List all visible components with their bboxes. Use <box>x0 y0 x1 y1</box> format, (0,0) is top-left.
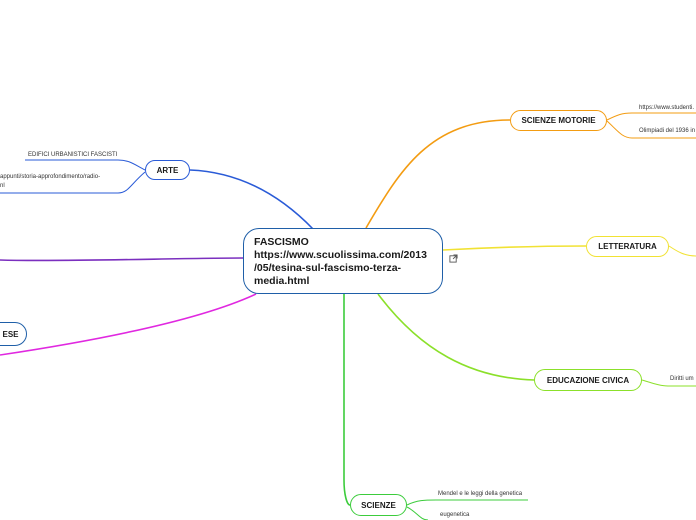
connector-inglese <box>0 293 257 356</box>
connector-arte <box>189 169 314 230</box>
external-link-icon[interactable] <box>449 254 458 263</box>
connector-letteratura <box>442 245 587 251</box>
topic-inglese-label: ESE <box>2 329 19 339</box>
connector-scienze-leaf-2 <box>406 506 429 520</box>
sm-leaf-link[interactable]: https://www.studenti. <box>639 105 695 111</box>
ec-leaf-diritti[interactable]: Diritti um <box>670 376 694 382</box>
sm-leaf-olimpiadi[interactable]: Olimpiadi del 1936 in <box>639 128 696 134</box>
connector-sm-leaf-2 <box>606 120 696 139</box>
topic-educazione-civica[interactable]: EDUCAZIONE CIVICA <box>534 369 642 391</box>
central-url-line-1: https://www.scuolissima.com/2013 <box>254 249 427 261</box>
arte-leaf-edifici[interactable]: EDIFICI URBANISTICI FASCISTI <box>28 152 118 158</box>
connector-letteratura-leaf <box>668 245 696 257</box>
scienze-leaf-mendel[interactable]: Mendel e le leggi della genetica <box>438 491 523 497</box>
connector-arte-leaf-1 <box>25 159 146 171</box>
connector-arte-leaf-2 <box>0 171 146 194</box>
topic-arte-label: ARTE <box>156 165 179 175</box>
topic-inglese[interactable]: ESE <box>0 322 27 346</box>
central-topic[interactable]: FASCISMO https://www.scuolissima.com/201… <box>243 228 443 294</box>
topic-arte[interactable]: ARTE <box>145 160 190 180</box>
connector-unnamed-left <box>0 257 244 262</box>
connector-ec-leaf <box>641 379 696 387</box>
connector-scienze-leaf-1 <box>406 499 528 506</box>
arte-leaf-link-line-2[interactable]: nl <box>0 183 5 189</box>
connector-sm-leaf-1 <box>606 112 696 121</box>
central-url-line-2: /05/tesina-sul-fascismo-terza- <box>254 262 402 274</box>
topic-scienze[interactable]: SCIENZE <box>350 494 407 516</box>
topic-scienze-motorie[interactable]: SCIENZE MOTORIE <box>510 110 607 131</box>
central-title: FASCISMO <box>254 236 309 248</box>
connector-scienze-motorie <box>365 119 511 229</box>
topic-letteratura-label: LETTERATURA <box>598 242 657 251</box>
topic-scienze-label: SCIENZE <box>361 500 396 510</box>
topic-letteratura[interactable]: LETTERATURA <box>586 236 669 257</box>
central-url-line-3: media.html <box>254 275 310 287</box>
topic-scienze-motorie-label: SCIENZE MOTORIE <box>521 116 596 125</box>
connector-educazione-civica <box>377 293 535 381</box>
topic-educazione-civica-label: EDUCAZIONE CIVICA <box>546 375 630 385</box>
connector-scienze <box>343 294 351 506</box>
arte-leaf-link-line-1[interactable]: appunti/storia-approfondimento/radio- <box>0 174 101 180</box>
scienze-leaf-eugenetica[interactable]: eugenetica <box>440 512 470 518</box>
